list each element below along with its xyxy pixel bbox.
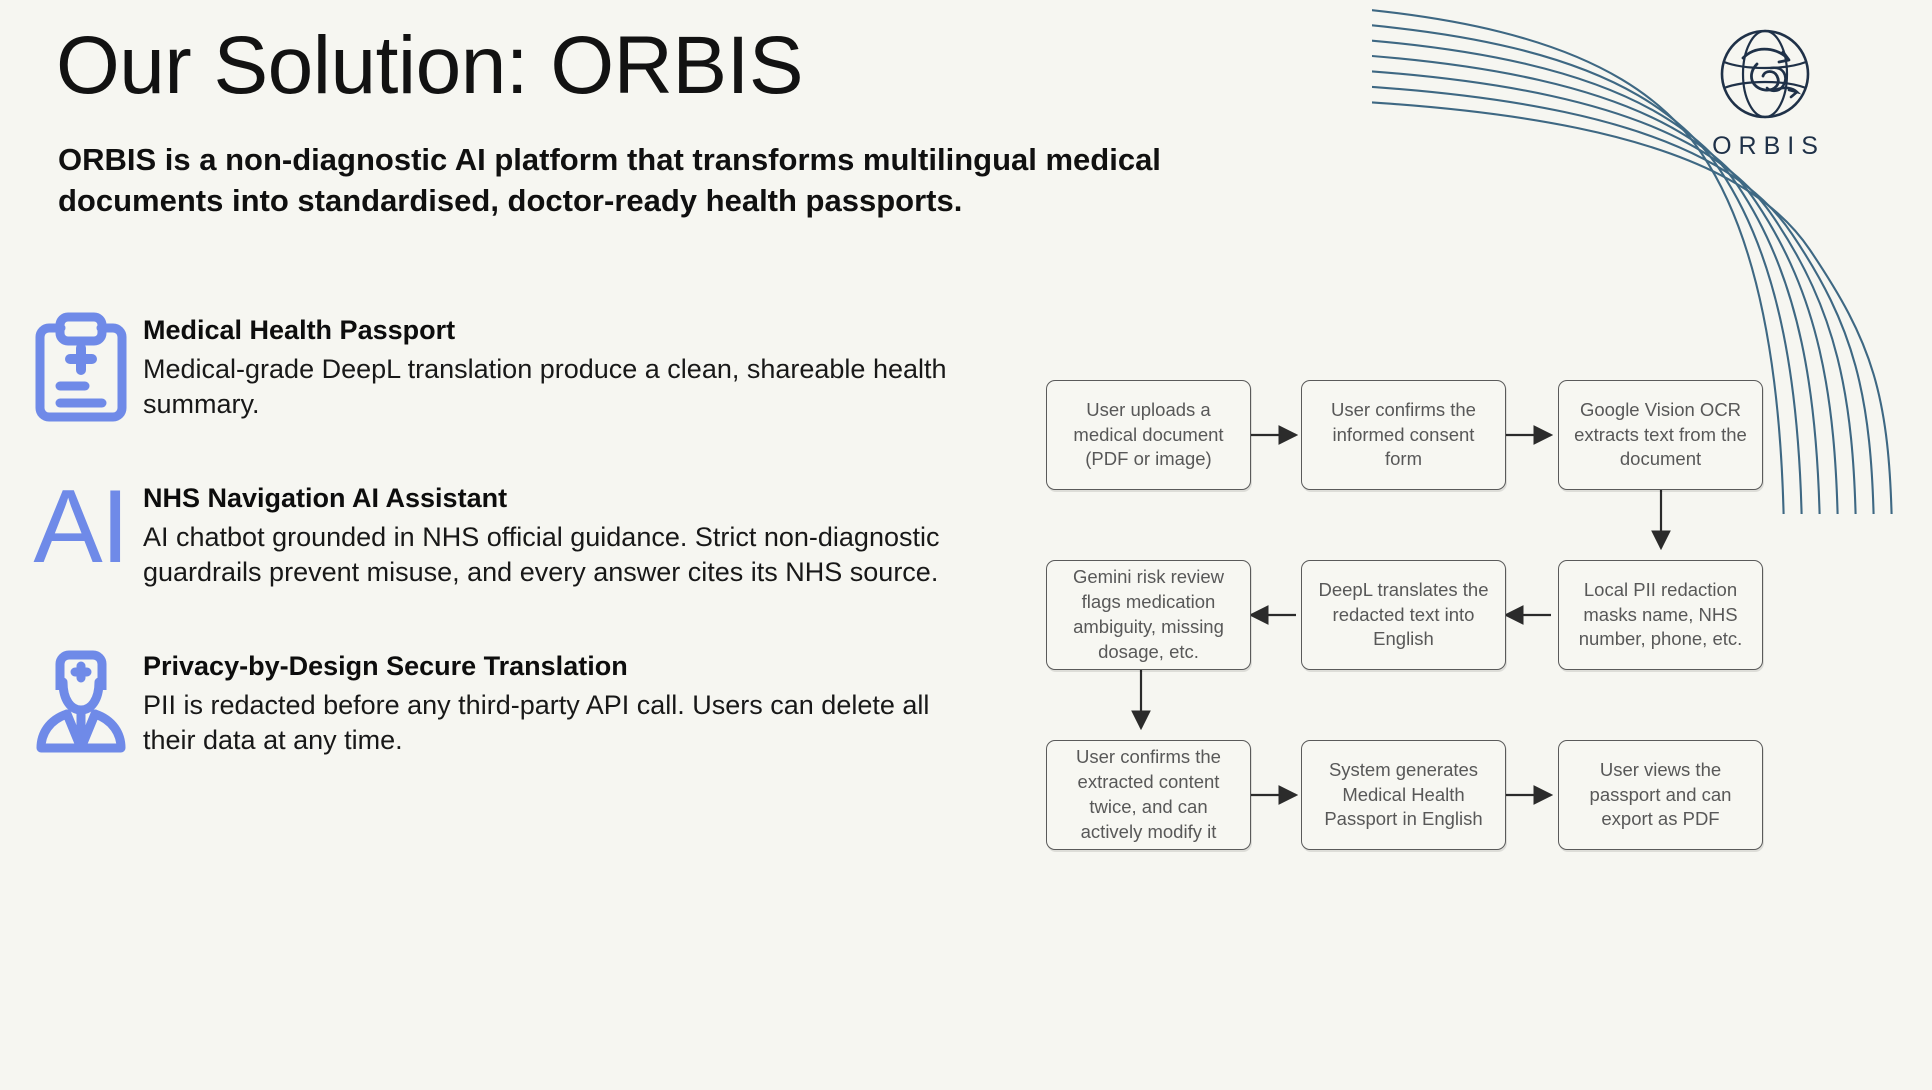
process-flowchart: User uploads a medical document (PDF or … — [1046, 380, 1916, 870]
flow-node[interactable]: User uploads a medical document (PDF or … — [1046, 380, 1251, 490]
ai-text-icon: AI — [18, 469, 143, 602]
feature-description: Medical-grade DeepL translation produce … — [143, 353, 947, 420]
flow-node[interactable]: User views the passport and can export a… — [1558, 740, 1763, 850]
flow-node[interactable]: DeepL translates the redacted text into … — [1301, 560, 1506, 670]
page-title: Our Solution: ORBIS — [56, 20, 804, 111]
orbis-globe-leaf-logo — [1720, 29, 1810, 119]
feature-text-block: Privacy-by-Design Secure Translation PII… — [143, 646, 1028, 759]
feature-item-medical-health-passport: Medical Health Passport Medical-grade De… — [18, 310, 1028, 434]
feature-item-nhs-navigation-ai-assistant: AI NHS Navigation AI Assistant AI chatbo… — [18, 469, 1028, 602]
brand-wordmark: ORBIS — [1712, 132, 1825, 160]
feature-item-privacy-by-design-secure-translation: Privacy-by-Design Secure Translation PII… — [18, 646, 1028, 770]
flow-node[interactable]: Google Vision OCR extracts text from the… — [1558, 380, 1763, 490]
feature-text-block: Medical Health Passport Medical-grade De… — [143, 310, 1028, 423]
flow-node[interactable]: User confirms the extracted content twic… — [1046, 740, 1251, 850]
feature-description: PII is redacted before any third-party A… — [143, 689, 930, 756]
feature-title: NHS Navigation AI Assistant — [143, 483, 508, 513]
doctor-icon — [18, 646, 143, 770]
feature-description: AI chatbot grounded in NHS official guid… — [143, 521, 940, 588]
feature-text-block: NHS Navigation AI Assistant AI chatbot g… — [143, 478, 1028, 591]
feature-list: Medical Health Passport Medical-grade De… — [18, 310, 1028, 814]
feature-title: Medical Health Passport — [143, 315, 456, 345]
ai-glyph-label: AI — [33, 469, 129, 585]
clipboard-medical-icon — [18, 310, 143, 434]
flow-node[interactable]: System generates Medical Health Passport… — [1301, 740, 1506, 850]
flow-node[interactable]: User confirms the informed consent form — [1301, 380, 1506, 490]
brand-logo: ORBIS — [1675, 22, 1855, 161]
page-subtitle: ORBIS is a non-diagnostic AI platform th… — [58, 142, 1161, 218]
feature-title: Privacy-by-Design Secure Translation — [143, 651, 628, 681]
flow-node[interactable]: Local PII redaction masks name, NHS numb… — [1558, 560, 1763, 670]
flowchart-connectors — [1131, 425, 1671, 805]
flow-node[interactable]: Gemini risk review flags medication ambi… — [1046, 560, 1251, 670]
